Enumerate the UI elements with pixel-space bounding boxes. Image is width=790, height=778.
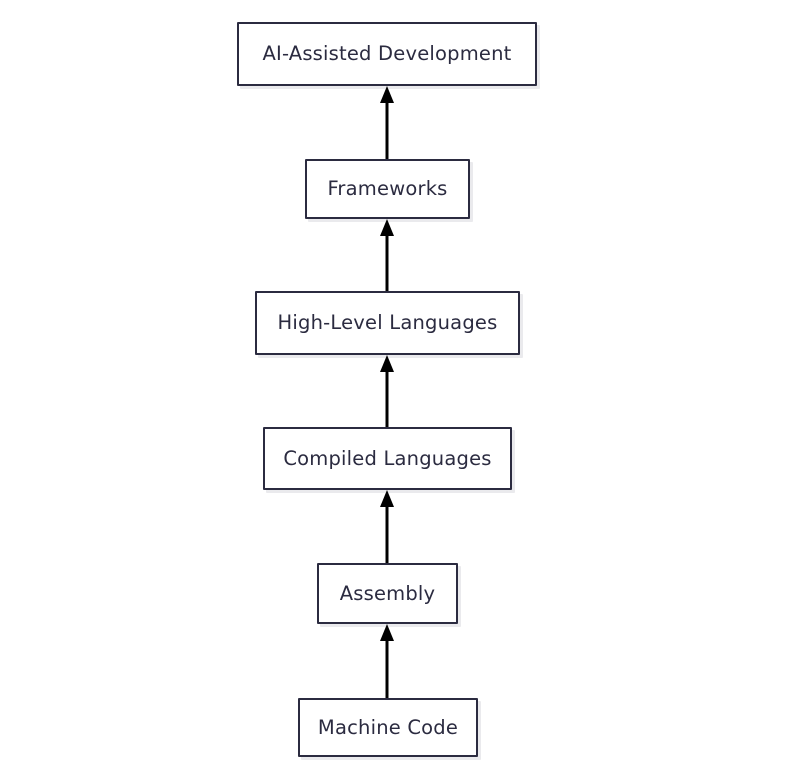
node-frameworks[interactable]: Frameworks — [305, 159, 470, 219]
node-machine-code[interactable]: Machine Code — [298, 698, 478, 757]
node-assembly[interactable]: Assembly — [317, 563, 458, 624]
edge-machine-code-to-assembly — [379, 624, 395, 698]
node-compiled-languages[interactable]: Compiled Languages — [263, 427, 512, 490]
arrowhead-up-icon — [380, 86, 394, 103]
edge-high-level-languages-to-frameworks — [379, 219, 395, 291]
edge-frameworks-to-ai-assisted-development — [379, 86, 395, 159]
arrowhead-up-icon — [380, 219, 394, 236]
node-label: Assembly — [339, 581, 436, 605]
node-label: High-Level Languages — [277, 311, 498, 335]
arrowhead-up-icon — [380, 355, 394, 372]
node-label: Compiled Languages — [283, 446, 492, 470]
node-label: Machine Code — [317, 715, 459, 739]
node-label: AI-Assisted Development — [262, 42, 512, 66]
arrowhead-up-icon — [380, 490, 394, 507]
edge-compiled-languages-to-high-level-languages — [379, 355, 395, 427]
node-ai-assisted-development[interactable]: AI-Assisted Development — [237, 22, 537, 86]
arrowhead-up-icon — [380, 624, 394, 641]
node-label: Frameworks — [327, 177, 448, 201]
edge-assembly-to-compiled-languages — [379, 490, 395, 563]
node-high-level-languages[interactable]: High-Level Languages — [255, 291, 520, 355]
